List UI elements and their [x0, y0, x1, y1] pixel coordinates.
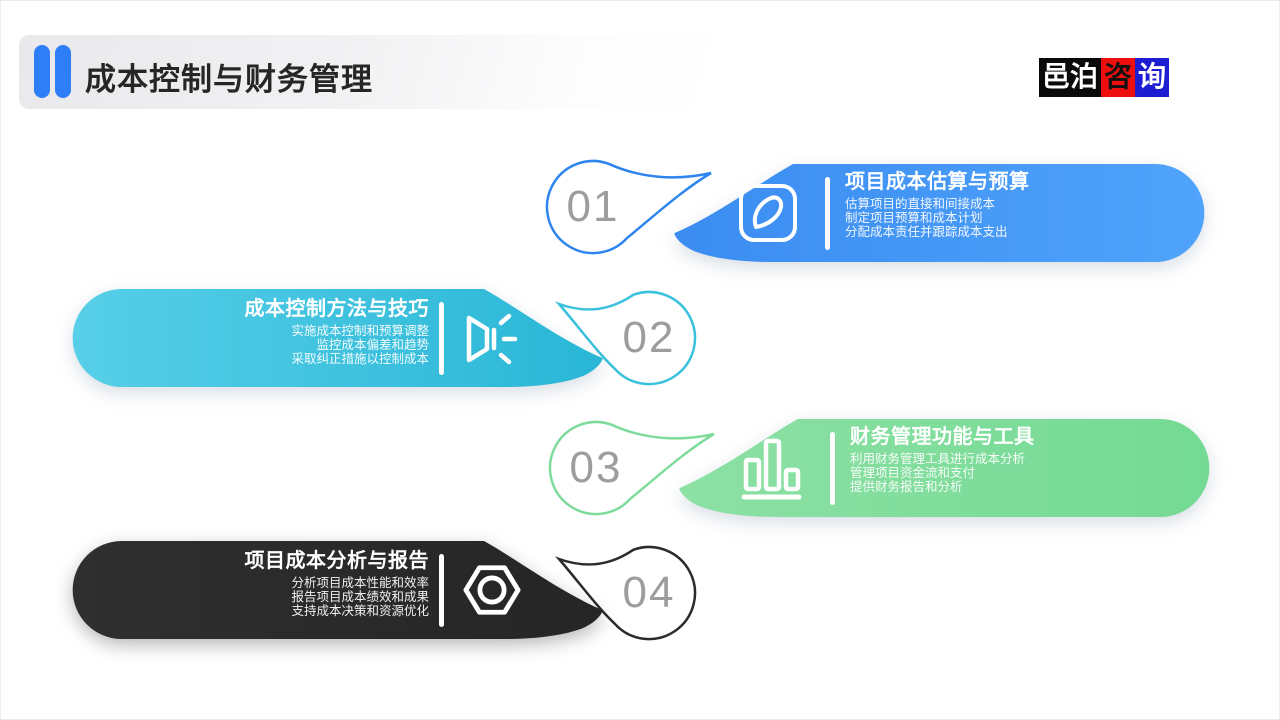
divider	[825, 177, 830, 250]
step-title: 项目成本分析与报告	[244, 550, 429, 572]
slide-title: 成本控制与财务管理	[85, 62, 373, 97]
step-line: 提供财务报告和分析	[850, 479, 963, 494]
divider	[830, 432, 835, 505]
step-line: 分析项目成本性能和效率	[291, 576, 429, 590]
step-line: 报告项目成本绩效和成果	[291, 589, 429, 604]
step4-content: 项目成本分析与报告 分析项目成本性能和效率 报告项目成本绩效和成果 支持成本决策…	[71, 541, 604, 640]
step3-number: 03	[569, 443, 623, 492]
step-line: 管理项目资金流和支付	[850, 465, 976, 480]
step-line: 估算项目的直接和间接成本	[845, 197, 996, 211]
step-line: 支持成本决策和资源优化	[291, 603, 429, 618]
logo-segment: 咨	[1101, 58, 1136, 97]
teardrop-outline	[554, 545, 697, 641]
divider	[439, 302, 444, 375]
step4-card	[72, 541, 603, 640]
step3-texts: 财务管理功能与工具 利用财务管理工具进行成本分析 管理项目资金流和支付 提供财务…	[850, 424, 1035, 494]
step1-content: 项目成本估算与预算 估算项目的直接和间接成本 制定项目预算和成本计划 分配成本责…	[673, 164, 1206, 263]
divider	[439, 554, 444, 627]
step1-texts: 项目成本估算与预算 估算项目的直接和间接成本 制定项目预算和成本计划 分配成本责…	[845, 169, 1030, 239]
card-shape	[674, 164, 1205, 263]
header-band	[19, 35, 719, 109]
logo-segment: 邑泊	[1039, 58, 1102, 97]
card-shape	[72, 541, 603, 640]
step1-card	[674, 164, 1205, 263]
step-line: 利用财务管理工具进行成本分析	[850, 452, 1026, 466]
hex-nut-icon	[463, 565, 521, 615]
card-shape	[679, 419, 1210, 518]
teardrop-outline	[548, 420, 715, 516]
step2-card	[72, 289, 603, 388]
step-line: 制定项目预算和成本计划	[845, 210, 983, 225]
step4-teardrop	[554, 545, 697, 641]
card-shape	[72, 289, 603, 388]
step3-content: 财务管理功能与工具 利用财务管理工具进行成本分析 管理项目资金流和支付 提供财务…	[678, 419, 1211, 518]
step-line: 实施成本控制和预算调整	[291, 324, 429, 338]
teardrop-outline	[554, 290, 697, 386]
step-title: 财务管理功能与工具	[850, 426, 1035, 448]
pen-icon	[739, 184, 797, 242]
megaphone-icon	[466, 313, 518, 365]
teardrop-outline	[545, 159, 712, 255]
step-title: 项目成本估算与预算	[845, 171, 1030, 193]
bar-chart-icon	[741, 438, 802, 500]
accent-bar-icon	[55, 45, 71, 98]
step1-teardrop	[545, 159, 712, 255]
step-line: 采取纠正措施以控制成本	[291, 351, 429, 366]
step4-number: 04	[622, 568, 676, 617]
step-line: 监控成本偏差和趋势	[316, 337, 429, 352]
step4-texts: 项目成本分析与报告 分析项目成本性能和效率 报告项目成本绩效和成果 支持成本决策…	[245, 548, 430, 618]
step-title: 成本控制方法与技巧	[244, 298, 429, 320]
step1-number: 01	[566, 182, 620, 231]
step2-teardrop	[554, 290, 697, 386]
step2-number: 02	[622, 313, 676, 362]
company-logo: 邑泊 咨 询	[1039, 58, 1170, 97]
step3-teardrop	[548, 420, 715, 516]
step2-texts: 成本控制方法与技巧 实施成本控制和预算调整 监控成本偏差和趋势 采取纠正措施以控…	[245, 296, 430, 366]
accent-bar-icon	[34, 45, 50, 98]
step3-card	[679, 419, 1210, 518]
step-line: 分配成本责任并跟踪成本支出	[845, 224, 1008, 239]
logo-segment: 询	[1135, 58, 1170, 97]
step2-content: 成本控制方法与技巧 实施成本控制和预算调整 监控成本偏差和趋势 采取纠正措施以控…	[71, 289, 604, 388]
